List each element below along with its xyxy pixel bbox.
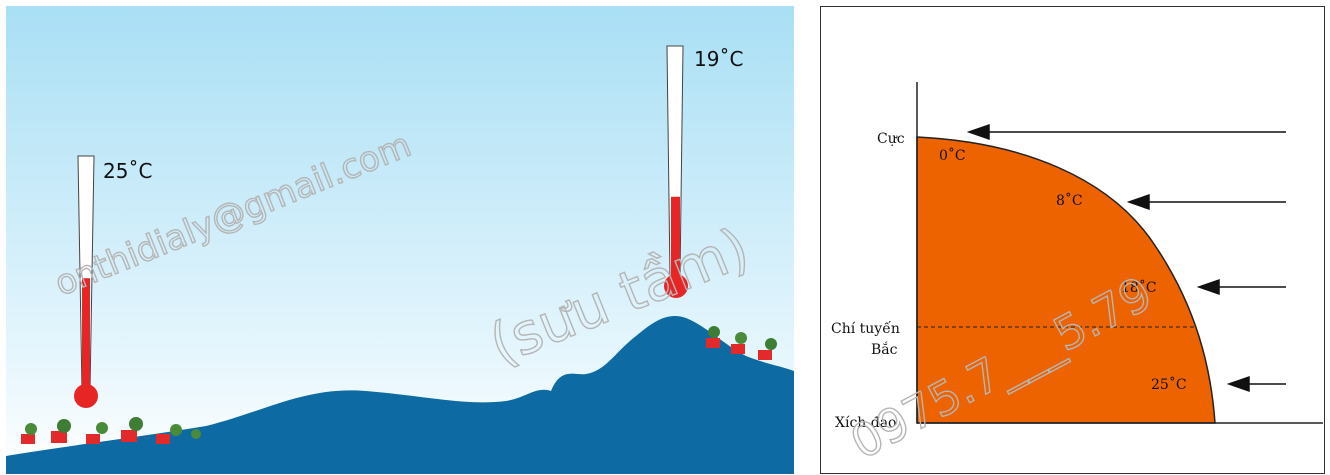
- mountain: [6, 316, 794, 474]
- temp-label-subtropic: 18˚C: [1121, 279, 1157, 296]
- village-left: [21, 417, 201, 444]
- label-pole: Cực: [877, 131, 905, 147]
- thermometer-high-mercury: [671, 196, 680, 278]
- thermometer-low: [74, 155, 98, 408]
- temp-label-equator: 25˚C: [1151, 376, 1187, 393]
- low-temperature-label: 25˚C: [103, 159, 152, 183]
- latitude-temperature-diagram: Cực Chí tuyến Bắc Xích đạo 0˚C 8˚C 18˚C …: [820, 6, 1325, 474]
- thermometer-low-bulb: [74, 384, 98, 408]
- label-tropic-line1: Chí tuyến: [831, 320, 900, 337]
- temp-label-pole: 0˚C: [939, 147, 966, 164]
- temp-label-mid: 8˚C: [1056, 192, 1083, 209]
- sun-ray-arrows: [966, 123, 1286, 393]
- label-tropic-line2: Bắc: [871, 340, 898, 358]
- thermometer-high-bulb: [664, 274, 688, 298]
- label-equator: Xích đạo: [835, 415, 897, 431]
- thermometer-low-mercury: [82, 278, 90, 391]
- earth-quarter-section: [916, 136, 1216, 424]
- mountain-temperature-illustration: 25˚C 19˚C onthidialy@gmail.com: [6, 6, 794, 474]
- village-right: [706, 326, 777, 360]
- thermometer-high: [664, 45, 688, 298]
- high-temperature-label: 19˚C: [694, 47, 743, 71]
